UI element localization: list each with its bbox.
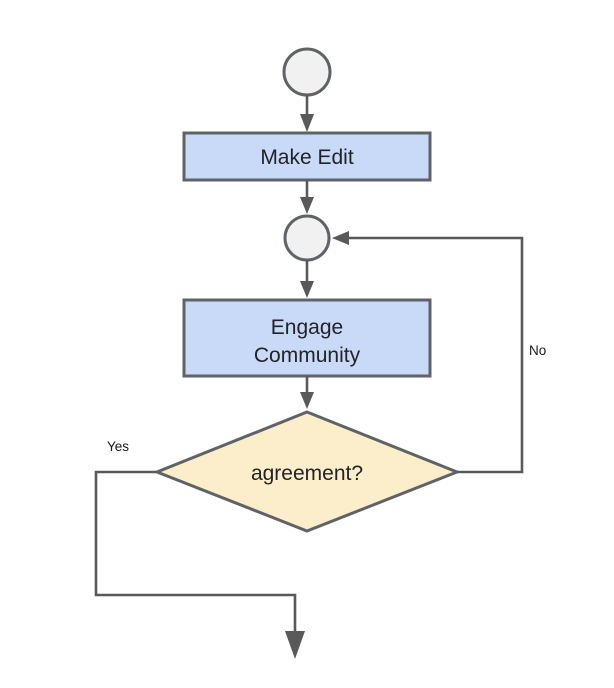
engage-community-label-line1: Engage [271,316,343,339]
edge-decision-yes-exit [94,470,297,633]
no-edge-label: No [529,343,546,358]
yes-edge-label: Yes [107,439,129,454]
arrowhead-no-into-merge [332,231,349,245]
arrowhead-yes-exit [285,631,305,659]
start-node-circle [282,47,332,97]
decision-node-diamond [152,410,462,533]
engage-community-label-line2: Community [254,344,361,367]
edge-decision-no-loop [349,236,524,474]
decision-label: agreement? [251,462,363,485]
arrowhead-into-engage [300,281,314,298]
arrowhead-into-decision [300,392,314,409]
arrowhead-into-make-edit [300,114,314,132]
make-edit-label: Make Edit [260,146,354,169]
merge-node-circle [283,214,331,262]
arrowhead-into-merge [300,197,314,214]
engage-community-node [182,298,432,378]
